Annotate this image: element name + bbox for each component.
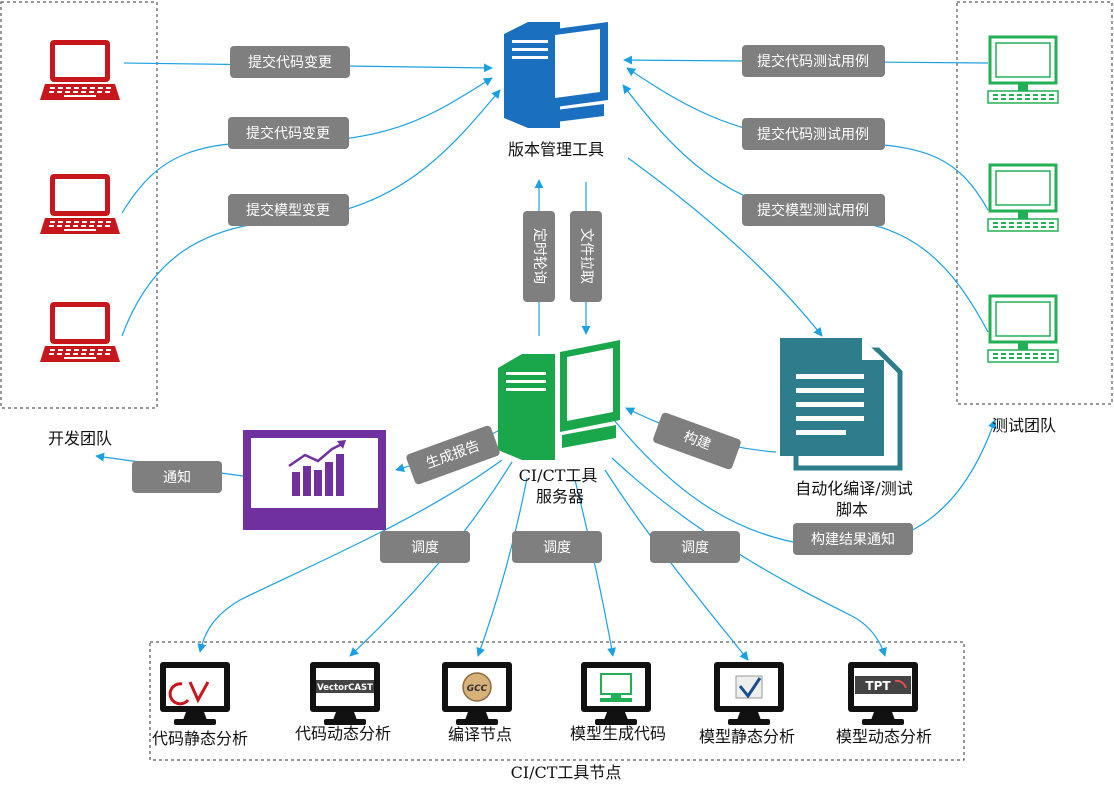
label-report: 生成报告 (406, 425, 500, 485)
arrow-vcs-to-script (627, 157, 823, 337)
label-build-notify: 构建结果通知 (793, 523, 913, 555)
svg-text:提交代码变更: 提交代码变更 (248, 54, 332, 71)
dev-team-group (0, 1, 158, 409)
test-desktop-icon (986, 294, 1060, 364)
ci-nodes-group (149, 641, 965, 761)
tool-logo-text: VectorCAST (317, 683, 373, 693)
ci-nodes-label: CI/CT工具节点 (511, 763, 622, 782)
test-desktop-icon (986, 163, 1060, 233)
label-dispatch-2: 调度 (512, 531, 602, 563)
tool-node-label: 模型动态分析 (836, 727, 932, 746)
test-team-label: 测试团队 (992, 416, 1056, 435)
tool-node-label: 代码静态分析 (152, 729, 248, 748)
script-document-icon (780, 338, 903, 471)
ci-caption-line2: 服务器 (536, 487, 584, 506)
svg-text:调度: 调度 (411, 540, 439, 556)
dev-laptop-icon (40, 40, 120, 100)
tool-node-label: 代码动态分析 (295, 724, 391, 743)
arrow-dispatch-modelstatic (604, 469, 749, 661)
arrow-dispatch-static (197, 459, 503, 653)
script-caption-line1: 自动化编译/测试 (795, 479, 912, 498)
tool-logo-text: GCC (467, 684, 488, 694)
label-dev-commit-1: 提交代码变更 (230, 46, 350, 78)
vcs-server-icon (504, 22, 608, 128)
label-poll: 定时轮询 (523, 211, 555, 302)
label-pull: 文件拉取 (570, 211, 602, 302)
tool-logo-text: TPT (865, 679, 891, 693)
svg-text:通知: 通知 (163, 469, 191, 486)
label-notify: 通知 (132, 461, 222, 493)
tool-node-label: 编译节点 (448, 725, 512, 744)
tool-node-modelstatic (714, 662, 784, 725)
dev-team-label: 开发团队 (48, 429, 112, 448)
dev-laptop-icon (40, 302, 120, 362)
dev-laptop-icon (40, 174, 120, 234)
label-build: 构建 (653, 412, 741, 470)
svg-text:文件拉取: 文件拉取 (578, 228, 594, 284)
vcs-caption: 版本管理工具 (508, 140, 604, 159)
tool-node-modeldynamic: TPT (848, 662, 918, 725)
svg-text:提交模型测试用例: 提交模型测试用例 (757, 202, 869, 219)
tool-node-label: 模型生成代码 (570, 724, 666, 743)
label-test-commit-1: 提交代码测试用例 (742, 45, 885, 77)
test-desktop-icon (986, 35, 1060, 105)
svg-text:提交代码测试用例: 提交代码测试用例 (757, 53, 869, 70)
tool-logo-icon (316, 680, 374, 693)
tool-node-compile: GCC (442, 662, 512, 725)
label-dispatch-3: 调度 (650, 531, 740, 563)
tool-node-dynamic: VectorCAST (310, 662, 380, 725)
arrow-dispatch-modelgen (574, 479, 617, 657)
arrow-dispatch-modeldynamic (611, 457, 887, 657)
svg-text:定时轮询: 定时轮询 (531, 228, 547, 284)
label-dev-commit-3: 提交模型变更 (228, 194, 349, 226)
tool-node-modelgen (581, 662, 651, 725)
svg-text:构建结果通知: 构建结果通知 (811, 531, 895, 548)
tool-logo-icon (462, 672, 492, 702)
svg-text:提交模型变更: 提交模型变更 (246, 202, 330, 219)
svg-text:调度: 调度 (681, 540, 709, 556)
script-caption-line2: 脚本 (836, 500, 868, 519)
test-team-group (956, 1, 1113, 405)
tool-node-label: 模型静态分析 (699, 727, 795, 746)
svg-text:提交代码变更: 提交代码变更 (246, 125, 330, 142)
label-test-commit-2: 提交代码测试用例 (742, 118, 885, 150)
report-monitor-icon (243, 430, 386, 530)
label-dispatch-1: 调度 (380, 531, 470, 563)
label-test-commit-3: 提交模型测试用例 (742, 194, 885, 226)
svg-text:调度: 调度 (543, 540, 571, 556)
label-dev-commit-2: 提交代码变更 (228, 117, 349, 149)
tool-node-static (160, 662, 230, 725)
ci-server-icon (498, 340, 620, 460)
arrow-dispatch-compile (476, 477, 528, 657)
edge-labels: 提交代码变更 提交代码变更 提交模型变更 提交代码测试用例 提交代码测试用例 提… (132, 45, 913, 563)
tool-logo-icon (735, 675, 763, 699)
monitor-icon (310, 662, 380, 725)
ci-caption-line1: CI/CT工具 (519, 466, 598, 485)
tool-logo-icon (168, 682, 190, 706)
svg-text:提交代码测试用例: 提交代码测试用例 (757, 126, 869, 143)
